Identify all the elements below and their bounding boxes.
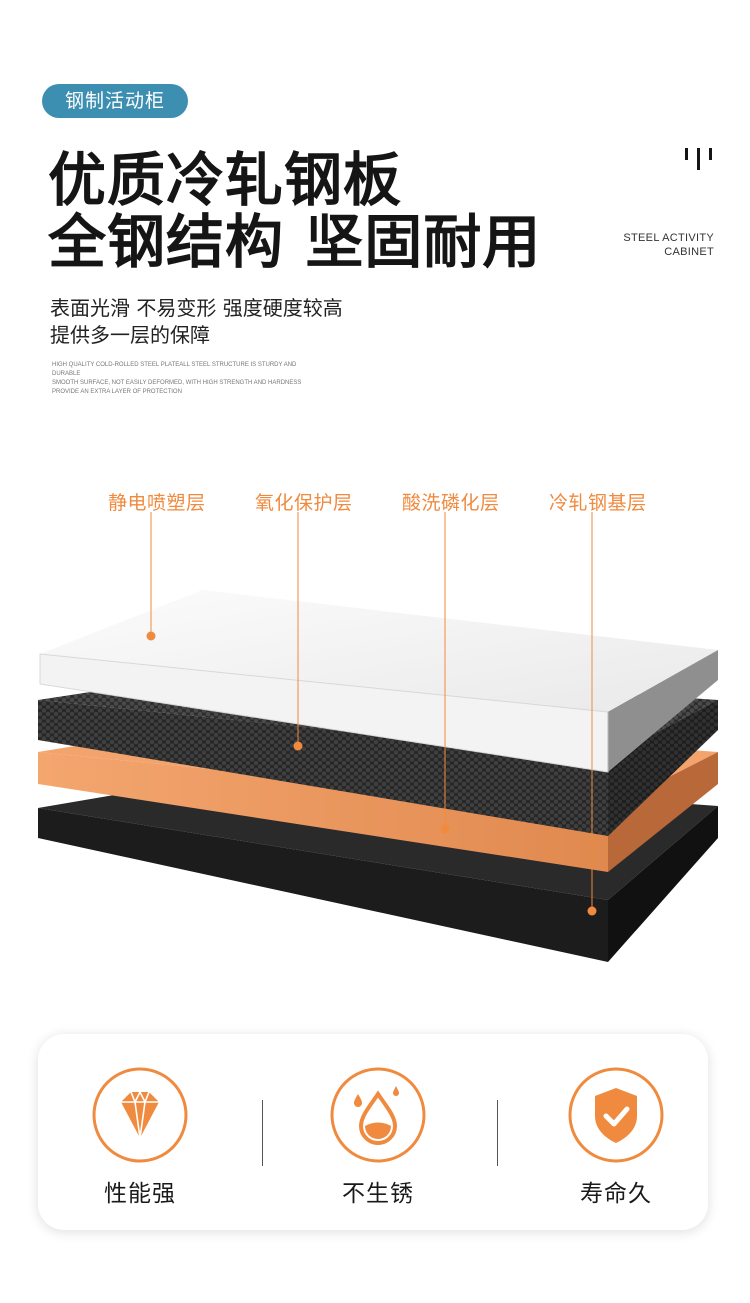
layer-label-powder-coating: 静电喷塑层 bbox=[108, 492, 206, 514]
feature-label-rustproof: 不生锈 bbox=[342, 1181, 414, 1207]
headline-line-2: 全钢结构 坚固耐用 bbox=[48, 208, 542, 276]
feature-divider-2 bbox=[497, 1100, 498, 1166]
water-drop-icon bbox=[330, 1067, 426, 1163]
feature-label-durability: 寿命久 bbox=[580, 1181, 652, 1207]
feature-divider-1 bbox=[262, 1100, 263, 1166]
english-description-line-3: PROVIDE AN EXTRA LAYER OF PROTECTION bbox=[52, 389, 182, 395]
leader-dot-powder-coating bbox=[146, 631, 156, 641]
layer-label-oxidation-protection: 氧化保护层 bbox=[255, 492, 353, 514]
subtitle-line-2: 提供多一层的保障 bbox=[50, 323, 210, 347]
feature-rustproof: 不生锈 bbox=[298, 1034, 458, 1208]
brand-mark-icon bbox=[685, 148, 712, 170]
leader-dot-phosphating bbox=[440, 824, 450, 834]
shield-check-icon bbox=[568, 1067, 664, 1163]
layer-white-powder-coating bbox=[39, 590, 718, 773]
steel-layers-illustration bbox=[38, 512, 718, 962]
feature-label-performance: 性能强 bbox=[104, 1181, 176, 1207]
feature-durability: 寿命久 bbox=[536, 1034, 696, 1208]
brand-english-name: STEEL ACTIVITY CABINET bbox=[623, 231, 714, 259]
english-description: HIGH QUALITY COLD-ROLLED STEEL PLATEALL … bbox=[52, 361, 312, 397]
diamond-icon bbox=[92, 1067, 188, 1163]
leader-dot-oxidation bbox=[293, 741, 303, 751]
headline-line-1: 优质冷轧钢板 bbox=[48, 146, 403, 214]
layer-label-pickling-phosphating: 酸洗磷化层 bbox=[402, 492, 500, 514]
layer-leader-lines bbox=[150, 512, 593, 910]
feature-performance: 性能强 bbox=[60, 1034, 220, 1208]
brand-english-line-1: STEEL ACTIVITY bbox=[623, 232, 714, 244]
brand-english-line-2: CABINET bbox=[664, 246, 714, 258]
leader-dot-cold-rolled bbox=[587, 906, 597, 916]
layer-label-cold-rolled-base: 冷轧钢基层 bbox=[549, 492, 647, 514]
subtitle-line-1: 表面光滑 不易变形 强度硬度较高 bbox=[50, 296, 343, 320]
features-card: 性能强 不生锈 寿命久 bbox=[38, 1034, 708, 1230]
category-tag: 钢制活动柜 bbox=[42, 84, 188, 118]
english-description-line-2: SMOOTH SURFACE, NOT EASILY DEFORMED, WIT… bbox=[52, 380, 302, 386]
english-description-line-1: HIGH QUALITY COLD-ROLLED STEEL PLATEALL … bbox=[52, 362, 297, 377]
